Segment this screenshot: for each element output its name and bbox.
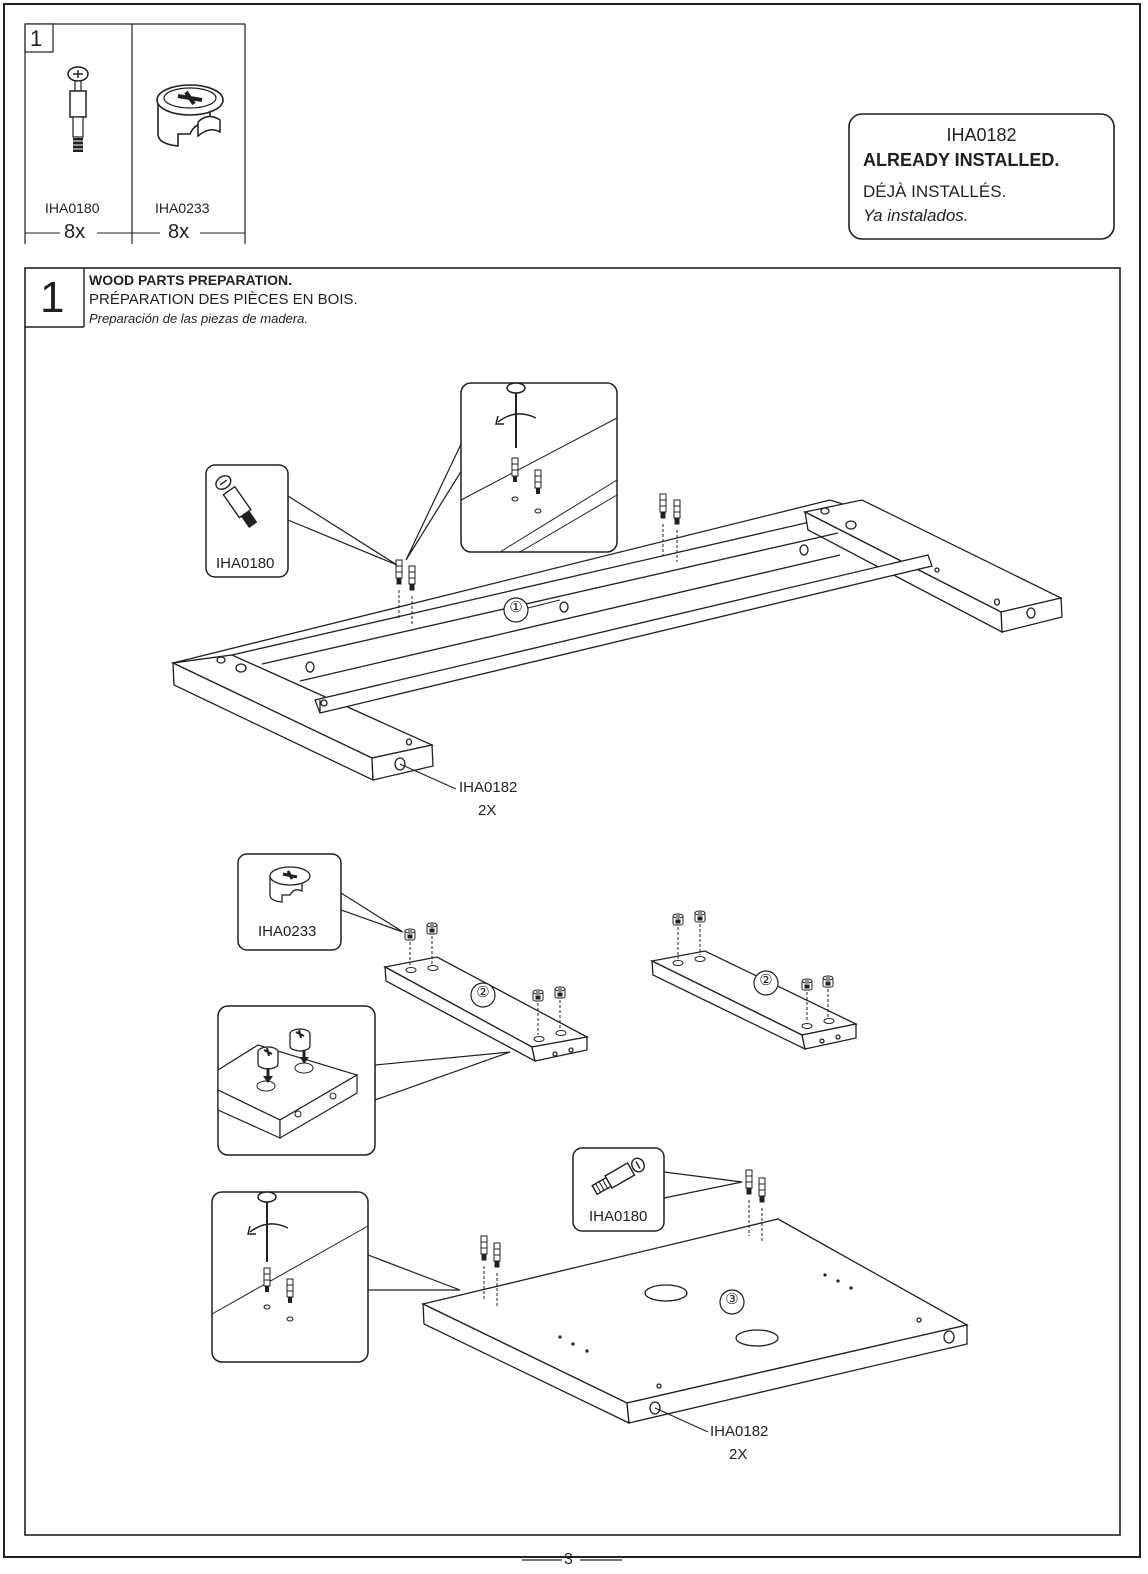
panel-rail-right-number: ② bbox=[759, 972, 773, 989]
notice-french: DÉJÀ INSTALLÉS. bbox=[863, 182, 1007, 201]
page-number: 3 bbox=[564, 1551, 573, 1568]
panel-rail-left-number: ② bbox=[476, 984, 490, 1001]
frame-assembly bbox=[170, 499, 1063, 782]
dowel-top-qty: 2X bbox=[478, 802, 497, 819]
dowel-bottom-qty: 2X bbox=[729, 1446, 748, 1463]
notice-code: IHA0182 bbox=[946, 125, 1017, 145]
board-panel bbox=[421, 1218, 969, 1425]
parts-box bbox=[24, 23, 246, 244]
callout-bolt-b-label: IHA0180 bbox=[589, 1208, 648, 1225]
dowel-top-code: IHA0182 bbox=[459, 779, 518, 796]
frame-bolts bbox=[395, 493, 681, 626]
panel-frame-number: ① bbox=[509, 599, 523, 616]
rail-right bbox=[649, 950, 859, 1051]
panel-board-number: ③ bbox=[725, 1291, 739, 1308]
step-number: 1 bbox=[40, 273, 65, 322]
bolt-callout-bottom bbox=[572, 1147, 743, 1232]
step-title-en: WOOD PARTS PREPARATION. bbox=[89, 272, 292, 288]
part-code-iha0233: IHA0233 bbox=[155, 200, 210, 216]
step-box bbox=[24, 267, 1121, 1536]
part-code-iha0180: IHA0180 bbox=[45, 200, 100, 216]
step-title-es: Preparación de las piezas de madera. bbox=[89, 311, 308, 326]
notice-spanish: Ya instalados. bbox=[863, 206, 969, 225]
camlock-detail-inset bbox=[217, 1005, 511, 1156]
part-qty-iha0233: 8x bbox=[168, 221, 190, 243]
cam-bolt-icon bbox=[67, 66, 89, 152]
rail-camlocks bbox=[404, 910, 834, 1035]
bolt-detail-inset-top bbox=[405, 382, 618, 561]
dowel-bottom-code: IHA0182 bbox=[710, 1423, 769, 1440]
parts-box-number: 1 bbox=[30, 26, 43, 51]
callout-camlock-label: IHA0233 bbox=[258, 923, 317, 940]
bolt-detail-inset-bottom bbox=[211, 1191, 461, 1363]
bolt-callout-top bbox=[205, 464, 398, 578]
page-border bbox=[3, 3, 1141, 1558]
rail-left bbox=[383, 956, 589, 1063]
camlock-callout bbox=[237, 853, 404, 951]
step-title-fr: PRÉPARATION DES PIÈCES EN BOIS. bbox=[89, 291, 358, 308]
board-bolts bbox=[480, 1169, 766, 1306]
cam-lock-icon bbox=[156, 84, 224, 147]
notice-english: ALREADY INSTALLED. bbox=[863, 150, 1060, 170]
part-qty-iha0180: 8x bbox=[64, 221, 86, 243]
callout-bolt-a-label: IHA0180 bbox=[216, 555, 275, 572]
notice-box bbox=[848, 113, 1115, 240]
